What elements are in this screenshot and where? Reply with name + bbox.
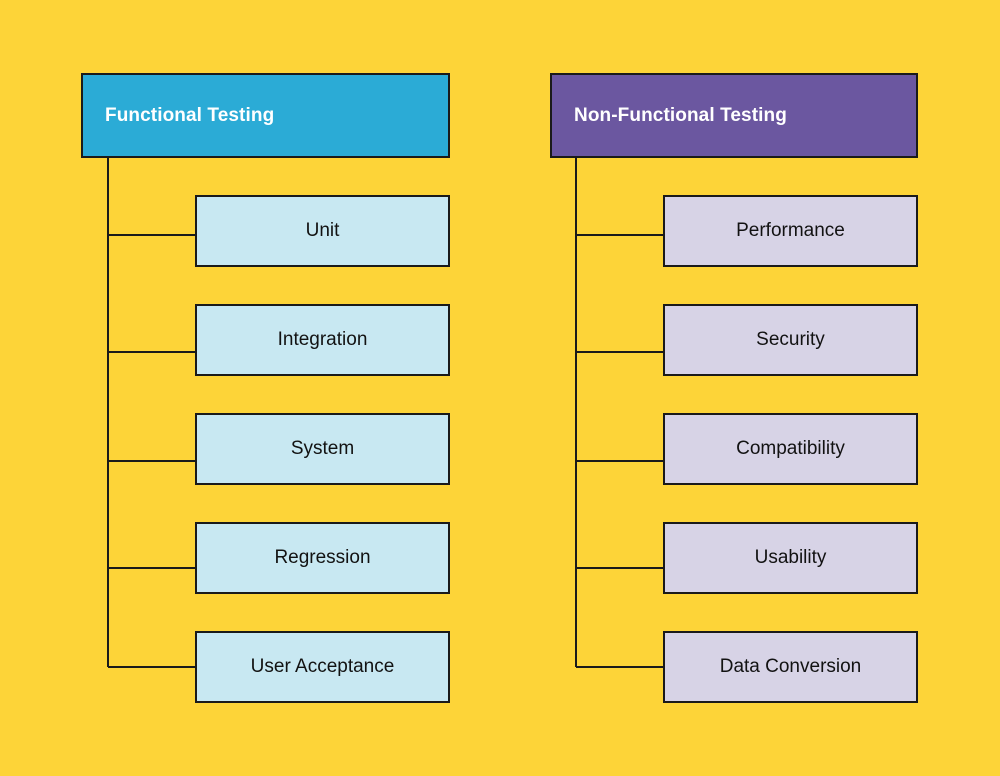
node-box-unit[interactable]: Unit	[195, 195, 450, 267]
node-box-data-conversion[interactable]: Data Conversion	[663, 631, 918, 703]
node-label-regression: Regression	[274, 547, 371, 568]
header-box-non-functional-testing[interactable]: Non-Functional Testing	[550, 73, 918, 158]
header-label-functional-testing: Functional Testing	[105, 104, 275, 126]
header-label-non-functional-testing: Non-Functional Testing	[574, 104, 787, 126]
node-label-compatibility: Compatibility	[736, 438, 845, 459]
node-label-data-conversion: Data Conversion	[719, 656, 862, 677]
node-box-user-acceptance[interactable]: User Acceptance	[195, 631, 450, 703]
node-box-usability[interactable]: Usability	[663, 522, 918, 594]
node-box-performance[interactable]: Performance	[663, 195, 918, 267]
node-label-unit: Unit	[305, 220, 340, 241]
node-label-integration: Integration	[277, 329, 368, 350]
node-label-system: System	[290, 438, 355, 459]
node-label-performance: Performance	[736, 220, 845, 241]
node-box-security[interactable]: Security	[663, 304, 918, 376]
node-box-regression[interactable]: Regression	[195, 522, 450, 594]
node-box-system[interactable]: System	[195, 413, 450, 485]
node-label-usability: Usability	[754, 547, 827, 568]
node-box-compatibility[interactable]: Compatibility	[663, 413, 918, 485]
node-label-user-acceptance: User Acceptance	[250, 656, 395, 677]
node-label-security: Security	[756, 329, 825, 350]
header-box-functional-testing[interactable]: Functional Testing	[81, 73, 450, 158]
node-box-integration[interactable]: Integration	[195, 304, 450, 376]
